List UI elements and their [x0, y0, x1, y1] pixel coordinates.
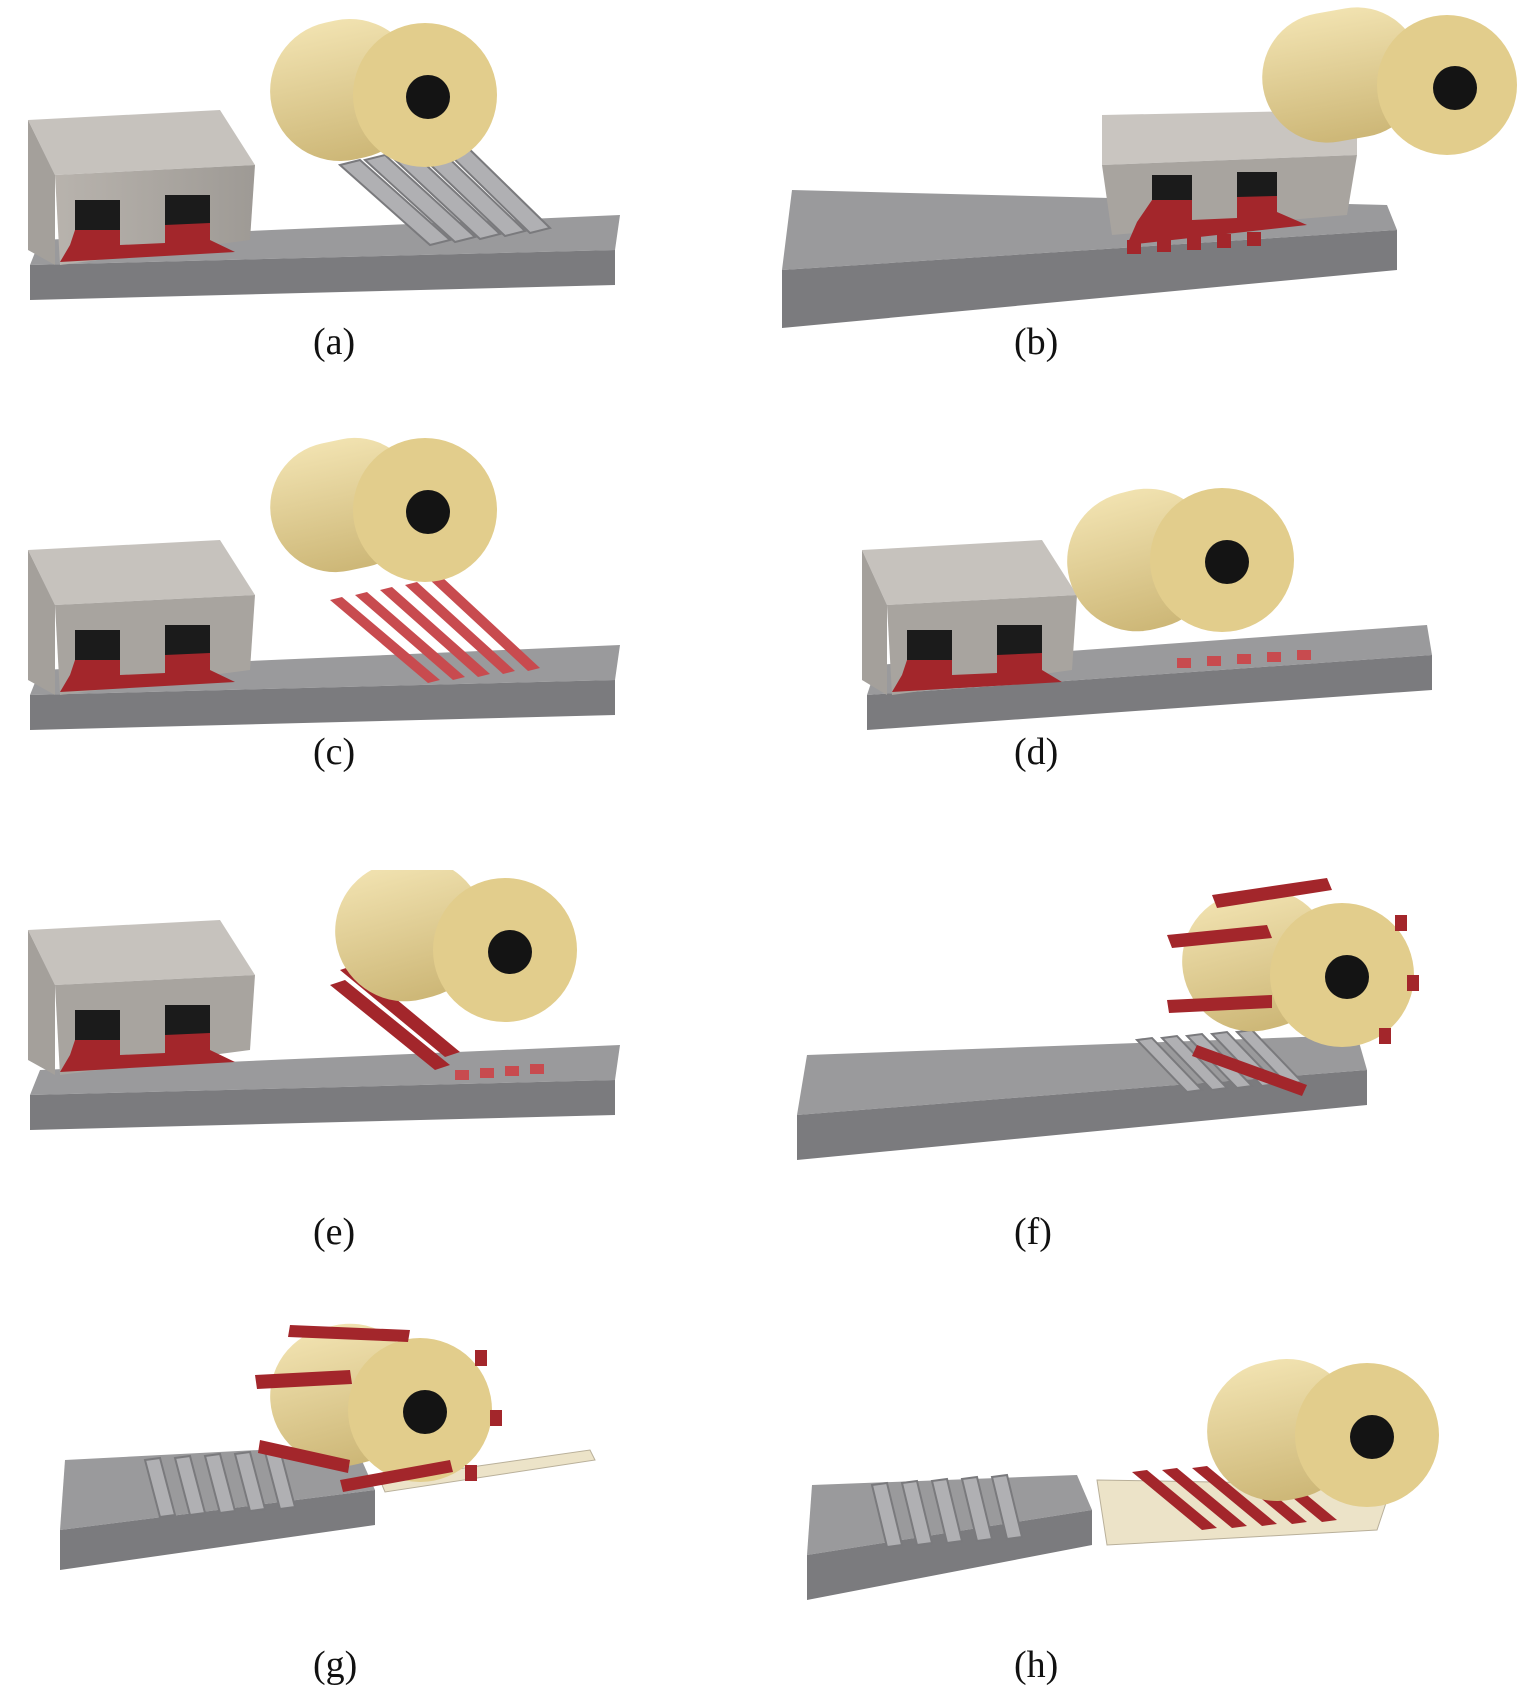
roller	[1067, 488, 1294, 632]
roller	[335, 870, 577, 1022]
panel-f: (f)	[767, 870, 1534, 1253]
panel-caption: (c)	[313, 731, 356, 773]
panel-c: (c)	[0, 430, 767, 780]
panel-caption: (d)	[1014, 731, 1059, 773]
ink-filled-grooves	[330, 577, 540, 683]
panel-a: (a)	[0, 0, 767, 363]
ink-filled-grooves	[455, 1064, 544, 1080]
panel-g: (g)	[0, 1320, 767, 1693]
ink-reservoir	[892, 653, 1062, 692]
roller-core	[1350, 1415, 1394, 1459]
roller	[270, 437, 497, 582]
panel-caption: (h)	[1014, 1644, 1059, 1686]
grooved-substrate	[60, 1445, 375, 1570]
substrate	[797, 1035, 1367, 1160]
panel-d: (d)	[767, 430, 1534, 780]
ink-lines-on-roller	[1167, 878, 1419, 1096]
roller-core	[406, 75, 450, 119]
ink-reservoir	[60, 1033, 235, 1072]
roller	[270, 18, 497, 167]
panel-b: (b)	[767, 0, 1534, 370]
ink-blade	[28, 110, 255, 265]
roller	[1207, 1358, 1439, 1507]
roller-core	[1433, 66, 1477, 110]
ink-reservoir	[60, 653, 235, 692]
ink-reservoir	[60, 223, 235, 262]
ink-lines-on-roller	[255, 1325, 502, 1492]
grooved-substrate	[807, 1473, 1092, 1600]
ink-blade	[1102, 110, 1357, 254]
roller-core	[403, 1390, 447, 1434]
ink-filled-grooves	[1177, 650, 1311, 668]
roller	[1182, 888, 1414, 1047]
ink-blade	[862, 540, 1077, 695]
ink-reservoir	[1127, 196, 1307, 245]
roller-core	[1205, 540, 1249, 584]
panel-caption: (g)	[313, 1644, 358, 1686]
roller-core	[488, 930, 532, 974]
panel-caption: (f)	[1014, 1211, 1052, 1253]
roller-core	[1325, 955, 1369, 999]
roller	[1262, 7, 1517, 155]
roller	[270, 1323, 492, 1482]
receiving-film	[379, 1449, 596, 1493]
roller-core	[406, 490, 450, 534]
ink-blade	[28, 920, 255, 1075]
panel-caption: (a)	[313, 321, 356, 363]
panel-caption: (e)	[313, 1211, 356, 1253]
panel-e: (e)	[0, 870, 767, 1253]
substrate	[30, 1045, 620, 1130]
panel-h: (h)	[767, 1320, 1534, 1693]
panel-caption: (b)	[1014, 321, 1059, 363]
substrate-grooves	[337, 138, 552, 247]
ink-in-grooves	[1127, 232, 1261, 254]
ink-blade	[28, 540, 255, 695]
